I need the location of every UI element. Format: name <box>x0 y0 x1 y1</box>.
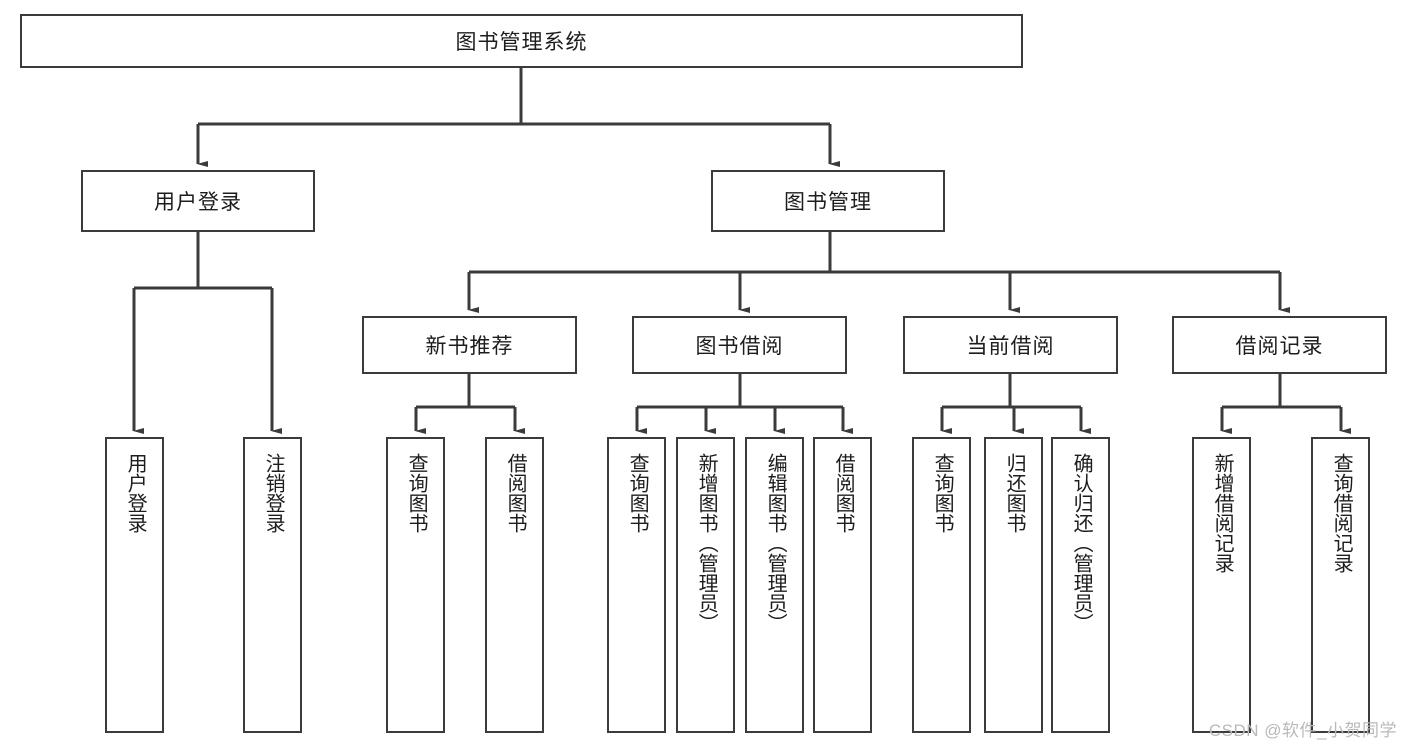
leaf-node[interactable]: 查询图书 <box>386 437 445 733</box>
node-book-borrow-label: 图书借阅 <box>695 335 784 358</box>
leaf-node[interactable]: 查询图书 <box>607 437 666 733</box>
node-borrow-record-label: 借阅记录 <box>1235 335 1324 358</box>
node-current-borrow-label: 当前借阅 <box>966 335 1055 358</box>
leaf-node-label: 查询图书 <box>405 453 428 533</box>
leaf-node[interactable]: 确认归还（管理员） <box>1051 437 1110 733</box>
leaf-node-label: 借阅图书 <box>504 453 527 533</box>
leaf-node[interactable]: 查询借阅记录 <box>1311 437 1370 733</box>
leaf-node-label: 新增图书（管理员） <box>695 453 718 633</box>
node-new-book-recommend-label: 新书推荐 <box>425 335 514 358</box>
leaf-node[interactable]: 注销登录 <box>243 437 302 733</box>
leaf-node[interactable]: 用户登录 <box>105 437 164 733</box>
leaf-node-label: 借阅图书 <box>832 453 855 533</box>
leaf-node[interactable]: 编辑图书（管理员） <box>745 437 804 733</box>
node-borrow-record[interactable]: 借阅记录 <box>1172 316 1387 374</box>
leaf-node-label: 编辑图书（管理员） <box>764 453 787 633</box>
node-root-label: 图书管理系统 <box>455 31 588 54</box>
node-root[interactable]: 图书管理系统 <box>20 14 1023 68</box>
node-current-borrow[interactable]: 当前借阅 <box>903 316 1118 374</box>
leaf-node[interactable]: 新增图书（管理员） <box>676 437 735 733</box>
leaf-node-label: 归还图书 <box>1003 453 1026 533</box>
leaf-node-label: 查询图书 <box>626 453 649 533</box>
node-new-book-recommend[interactable]: 新书推荐 <box>362 316 577 374</box>
node-user-login[interactable]: 用户登录 <box>81 170 315 232</box>
watermark-text: CSDN @软件_小贺同学 <box>1208 721 1397 740</box>
leaf-node-label: 用户登录 <box>124 453 147 533</box>
node-user-login-label: 用户登录 <box>154 191 242 214</box>
node-book-borrow[interactable]: 图书借阅 <box>632 316 847 374</box>
leaf-node[interactable]: 归还图书 <box>984 437 1043 733</box>
leaf-node[interactable]: 借阅图书 <box>485 437 544 733</box>
leaf-node-label: 确认归还（管理员） <box>1070 453 1093 633</box>
node-book-management[interactable]: 图书管理 <box>711 170 945 232</box>
leaf-node-label: 新增借阅记录 <box>1211 453 1234 573</box>
leaf-node[interactable]: 借阅图书 <box>813 437 872 733</box>
node-book-management-label: 图书管理 <box>784 191 872 214</box>
leaf-node-label: 查询图书 <box>931 453 954 533</box>
leaf-node-label: 查询借阅记录 <box>1330 453 1353 573</box>
leaf-node[interactable]: 查询图书 <box>912 437 971 733</box>
leaf-node[interactable]: 新增借阅记录 <box>1192 437 1251 733</box>
leaf-node-label: 注销登录 <box>262 453 285 533</box>
